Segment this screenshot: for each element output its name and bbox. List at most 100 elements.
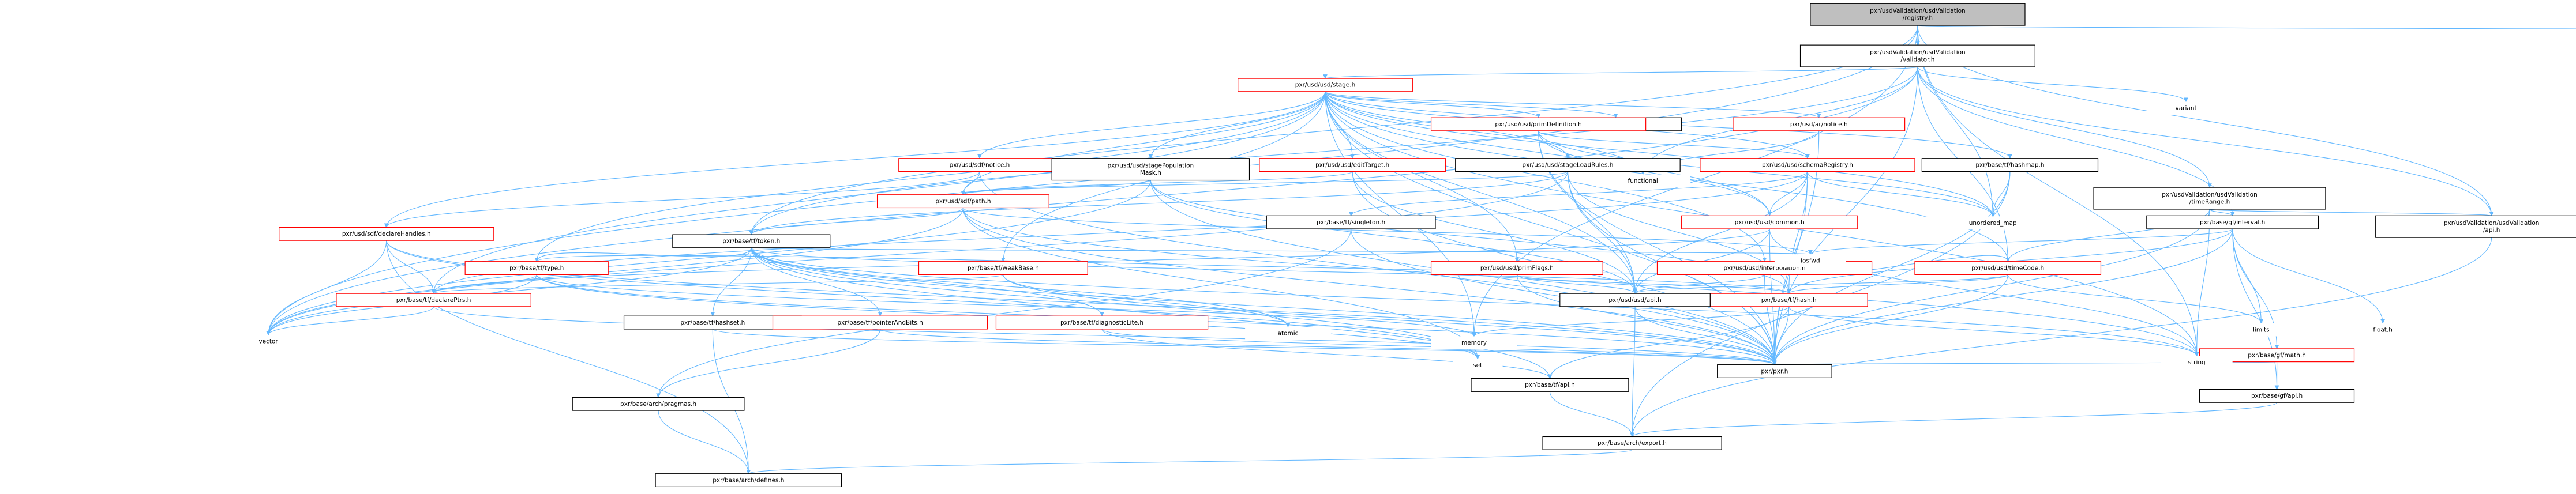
node-box <box>228 334 308 348</box>
node-tfToken[interactable]: pxr/base/tf/token.h <box>672 234 831 248</box>
node-label-line: unordered_map <box>1969 220 2017 227</box>
node-pxr[interactable]: pxr/pxr.h <box>1717 364 1832 378</box>
node-tfHash[interactable]: pxr/base/tf/hash.h <box>1709 293 1868 307</box>
node-timeRange[interactable]: pxr/usdValidation/usdValidation/timeRang… <box>2093 187 2326 210</box>
edge-stage-to-notice <box>977 91 1326 159</box>
node-export[interactable]: pxr/base/arch/export.h <box>1542 436 1722 450</box>
edge-editTarget-to-usdApi <box>1352 171 1637 294</box>
node-float[interactable]: float.h <box>2347 323 2419 337</box>
node-singleton[interactable]: pxr/base/tf/singleton.h <box>1266 215 1436 229</box>
node-vector[interactable]: vector <box>228 334 308 348</box>
edge-stage-to-declarePtrs <box>431 91 1326 294</box>
edge-tfToken-to-iosfwd <box>751 247 1812 255</box>
node-timeCode[interactable]: pxr/usd/usd/timeCode.h <box>1914 261 2102 275</box>
node-primDefinition[interactable]: pxr/usd/usd/primDefinition.h <box>1430 117 1647 131</box>
edge-timeRange-to-validationApi <box>2209 209 2493 217</box>
edge-validator-to-validationApi <box>1917 66 2494 217</box>
edge-stagePopMask-to-usdApi <box>1150 180 1637 294</box>
node-label-line: pxr/base/arch/defines.h <box>713 477 784 484</box>
node-box <box>2375 215 2576 238</box>
node-functional[interactable]: functional <box>1595 174 1690 188</box>
edge-tfToken-to-tfApi <box>751 247 1553 379</box>
node-box <box>1559 293 1711 307</box>
node-label-line: pxr/base/tf/api.h <box>1525 382 1575 389</box>
node-declareHandles[interactable]: pxr/usd/sdf/declareHandles.h <box>279 227 494 241</box>
node-usdApi[interactable]: pxr/usd/usd/api.h <box>1559 293 1711 307</box>
node-hashmap[interactable]: pxr/base/tf/hashmap.h <box>1921 158 2099 172</box>
edge-tfToken-to-pointerAndBits <box>751 247 883 316</box>
node-diagnosticLite[interactable]: pxr/base/tf/diagnosticLite.h <box>995 315 1209 330</box>
node-box <box>464 261 609 275</box>
node-weakBase[interactable]: pxr/base/tf/weakBase.h <box>918 261 1088 275</box>
edge-timeCode-to-pxr <box>1772 274 2008 365</box>
node-limits[interactable]: limits <box>2225 323 2297 337</box>
node-label-line: pxr/usd/usd/schemaRegistry.h <box>1762 161 1853 168</box>
node-label-line: pxr/base/arch/export.h <box>1598 440 1667 447</box>
node-label-line: vector <box>258 338 278 345</box>
node-label-line: string <box>2188 359 2206 366</box>
node-root[interactable]: pxr/usdValidation/usdValidation/registry… <box>1810 3 2026 26</box>
node-declarePtrs[interactable]: pxr/base/tf/declarePtrs.h <box>336 293 531 307</box>
node-editTarget[interactable]: pxr/usd/usd/editTarget.h <box>1259 158 1446 172</box>
node-tfType[interactable]: pxr/base/tf/type.h <box>464 261 609 275</box>
edge-declareHandles-to-vector <box>266 240 387 335</box>
node-stage[interactable]: pxr/usd/usd/stage.h <box>1238 78 1413 92</box>
edge-declarePtrs-to-pxr <box>433 306 1777 365</box>
node-primFlags[interactable]: pxr/usd/usd/primFlags.h <box>1430 261 1603 275</box>
node-box <box>2347 323 2419 337</box>
edge-primFlags-to-pxr <box>1516 274 1777 365</box>
node-label-line: memory <box>1461 340 1487 346</box>
node-memory[interactable]: memory <box>1431 336 1517 350</box>
edge-timeCode-to-usdApi <box>1633 274 2008 294</box>
node-variant[interactable]: variant <box>2146 101 2226 115</box>
node-notice[interactable]: pxr/usd/sdf/notice.h <box>898 158 1061 172</box>
edge-pointerAndBits-to-pragmas <box>656 329 881 398</box>
edge-primFlags-to-usdApi <box>1516 274 1637 294</box>
node-stageLoadRules[interactable]: pxr/usd/usd/stageLoadRules.h <box>1455 158 1681 172</box>
node-box <box>995 315 1209 330</box>
node-validator[interactable]: pxr/usdValidation/usdValidation/validato… <box>1799 44 2035 67</box>
node-arNotice[interactable]: pxr/usd/ar/notice.h <box>1733 117 1906 131</box>
node-set[interactable]: set <box>1452 359 1503 372</box>
node-box <box>2161 356 2233 369</box>
node-usdCommon[interactable]: pxr/usd/usd/common.h <box>1681 215 1858 229</box>
node-schemaRegistry[interactable]: pxr/usd/usd/schemaRegistry.h <box>1700 158 1915 172</box>
node-label-line: pxr/base/tf/singleton.h <box>1317 219 1385 226</box>
edge-tfToken-to-string <box>751 247 2199 357</box>
node-label-line: pxr/base/tf/weakBase.h <box>968 265 1039 271</box>
node-pragmas[interactable]: pxr/base/arch/pragmas.h <box>572 397 745 411</box>
node-defines[interactable]: pxr/base/arch/defines.h <box>655 473 842 487</box>
node-sdfPath[interactable]: pxr/usd/sdf/path.h <box>876 194 1049 209</box>
node-label-line: atomic <box>1278 330 1299 337</box>
node-gfInterval[interactable]: pxr/base/gf/interval.h <box>2146 215 2319 229</box>
node-iosfwd[interactable]: iosfwd <box>1774 254 1846 267</box>
node-label-line: /api.h <box>2483 227 2500 234</box>
edge-tfToken-to-diagnosticLite <box>751 247 1104 316</box>
edge-declareHandles-to-declarePtrs <box>386 240 436 294</box>
edge-gfInterval-to-iosfwd <box>1808 228 2233 255</box>
node-tfApi[interactable]: pxr/base/tf/api.h <box>1471 378 1629 392</box>
node-label-line: pxr/base/tf/diagnosticLite.h <box>1060 319 1143 326</box>
node-label-line: pxr/usd/usd/timeCode.h <box>1971 265 2044 271</box>
node-label-line: pxr/base/tf/hash.h <box>1761 297 1817 304</box>
edge-schemaRegistry-to-tfHash <box>1786 171 1808 294</box>
node-atomic[interactable]: atomic <box>1245 327 1331 340</box>
node-label-line: pxr/usd/sdf/notice.h <box>950 161 1010 168</box>
edge-notice-to-declareHandles <box>384 171 980 228</box>
node-pointerAndBits[interactable]: pxr/base/tf/pointerAndBits.h <box>772 315 988 330</box>
node-gfMath[interactable]: pxr/base/gf/math.h <box>2199 348 2355 363</box>
node-unordered_map[interactable]: unordered_map <box>1925 216 2061 230</box>
node-string[interactable]: string <box>2161 356 2233 369</box>
node-gfApi[interactable]: pxr/base/gf/api.h <box>2199 389 2355 403</box>
edge-stage-to-arNotice <box>1325 91 1821 118</box>
edge-tfApi-to-export <box>1549 391 1634 438</box>
edge-tfHash-to-pxr <box>1772 306 1790 365</box>
edge-interpolation-to-usdApi <box>1633 274 1765 294</box>
node-validationApi[interactable]: pxr/usdValidation/usdValidation/api.h <box>2375 215 2576 238</box>
node-box <box>1921 158 2099 172</box>
node-label-line: iosfwd <box>1801 258 1820 265</box>
edge-schemaRegistry-to-singleton <box>1348 171 1808 217</box>
node-box <box>772 315 988 330</box>
